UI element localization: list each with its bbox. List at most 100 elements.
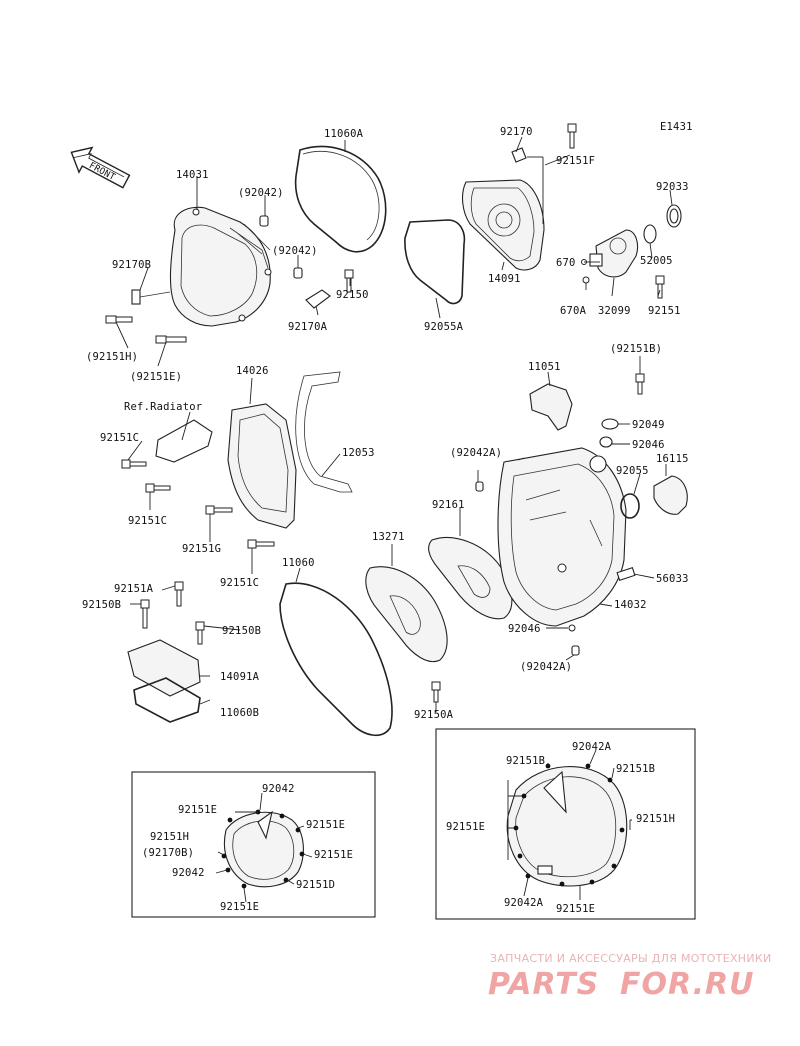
- bolt-92150B: [140, 599, 150, 629]
- cover-14032: [497, 447, 627, 627]
- clutch-cover-14031: [169, 206, 272, 327]
- diagram-code: E1431: [660, 121, 693, 133]
- watermark: ЗАПЧАСТИ И АКСЕССУАРЫ ДЛЯ МОТОТЕХНИКИ PA…: [488, 952, 772, 1002]
- front-arrow-icon: FRONT: [70, 146, 131, 189]
- bolt-92151B: [635, 373, 645, 395]
- part-label: 670: [556, 257, 576, 269]
- part-label: 92055A: [424, 321, 464, 333]
- part-label: 92151H: [150, 831, 189, 843]
- part-label: 92150B: [82, 599, 121, 611]
- part-label: 92055: [616, 465, 649, 477]
- part-label: 92042: [262, 783, 295, 795]
- part-label: 14026: [236, 365, 269, 377]
- part-label: 14091A: [220, 671, 260, 683]
- bolt-92151F: [567, 123, 577, 149]
- cap-16115: [653, 475, 688, 515]
- part-label: 92042A: [572, 741, 612, 753]
- bolt-92150: [344, 269, 354, 293]
- part-label: 92151E: [306, 819, 345, 831]
- part-label: 14091: [488, 273, 521, 285]
- plate-92161: [428, 536, 513, 620]
- dowel-92042A: [475, 481, 484, 492]
- part-label: 92151A: [114, 583, 154, 595]
- part-label: 11060B: [220, 707, 259, 719]
- part-label: 92042A: [504, 897, 544, 909]
- cover-14091A: [127, 639, 201, 697]
- part-label: 92033: [656, 181, 689, 193]
- chain-guide-12053: [295, 371, 353, 493]
- part-label: 670A: [560, 305, 587, 317]
- bolt-92151H: [105, 315, 133, 324]
- bolt-92151A: [174, 581, 184, 607]
- bolt-92151: [655, 275, 665, 299]
- part-label: 11060: [282, 557, 315, 569]
- part-label: 92150B: [222, 625, 261, 637]
- plate-13271: [365, 566, 448, 662]
- dowel-pin: [259, 215, 269, 227]
- part-label: 92046: [632, 439, 665, 451]
- part-label: 92151C: [100, 432, 139, 444]
- bolt-92151G: [205, 505, 233, 515]
- washer-92049: [601, 418, 619, 430]
- part-label: (92151B): [610, 343, 662, 355]
- bolt-92151C: [247, 539, 275, 549]
- part-label: 92151E: [556, 903, 595, 915]
- o-ring-670A: [582, 276, 590, 284]
- radiator-bracket: [155, 419, 213, 463]
- part-label: (92042A): [450, 447, 502, 459]
- label-56033: [616, 567, 636, 581]
- part-label: 92150A: [414, 709, 454, 721]
- part-label: 56033: [656, 573, 689, 585]
- bolt-92150A: [431, 681, 441, 703]
- washer-92046: [599, 436, 613, 448]
- part-label: 92151E: [314, 849, 353, 861]
- part-label: 92150: [336, 289, 369, 301]
- part-label: 92151G: [182, 543, 221, 555]
- leader-lines: [115, 136, 673, 712]
- part-label: 92151D: [296, 879, 335, 891]
- part-label: 92151C: [220, 577, 259, 589]
- part-label: 92151E: [446, 821, 485, 833]
- bracket-92170A: [305, 289, 331, 309]
- cover-14091: [461, 179, 545, 271]
- part-label: 92151B: [616, 763, 655, 775]
- part-label: 92151F: [556, 155, 595, 167]
- part-label: 92046: [508, 623, 541, 635]
- part-label: 14031: [176, 169, 209, 181]
- bolt-92151E: [155, 335, 187, 344]
- part-label: 92170: [500, 126, 533, 138]
- part-label: (92151H): [86, 351, 138, 363]
- oil-pump-32099: [589, 229, 639, 278]
- seal-52005: [643, 224, 657, 244]
- part-label: 92151H: [636, 813, 675, 825]
- part-label: 92170B: [112, 259, 151, 271]
- part-label: 92170A: [288, 321, 328, 333]
- clamp-92170: [511, 147, 527, 163]
- part-label: 92151: [648, 305, 681, 317]
- gasket-11060B: [133, 677, 201, 723]
- part-label: 32099: [598, 305, 631, 317]
- watermark-logo-left: PARTS: [488, 967, 599, 1002]
- part-label: (92151E): [130, 371, 182, 383]
- gasket-11060: [279, 582, 393, 736]
- cover-14026: [227, 403, 297, 529]
- part-labels: 11060A 92170 92151F 14031 (92042) (92042…: [82, 126, 689, 721]
- part-label: 11051: [528, 361, 561, 373]
- bracket-11051: [529, 383, 573, 431]
- part-label: 92151B: [506, 755, 545, 767]
- part-label: 92151C: [128, 515, 167, 527]
- part-label: 12053: [342, 447, 375, 459]
- part-label: (92042): [238, 187, 284, 199]
- part-label: 14032: [614, 599, 647, 611]
- part-label: 16115: [656, 453, 689, 465]
- part-label: 52005: [640, 255, 673, 267]
- watermark-tagline: ЗАПЧАСТИ И АКСЕССУАРЫ ДЛЯ МОТОТЕХНИКИ: [490, 952, 772, 965]
- part-label: 13271: [372, 531, 405, 543]
- dowel-92042A: [571, 645, 580, 656]
- gasket-11060A: [294, 145, 387, 253]
- part-label: (92042A): [520, 661, 572, 673]
- part-label: 11060A: [324, 128, 364, 140]
- bolt-92150B: [195, 621, 205, 645]
- part-label: 92161: [432, 499, 465, 511]
- bolt-92151C: [145, 483, 171, 493]
